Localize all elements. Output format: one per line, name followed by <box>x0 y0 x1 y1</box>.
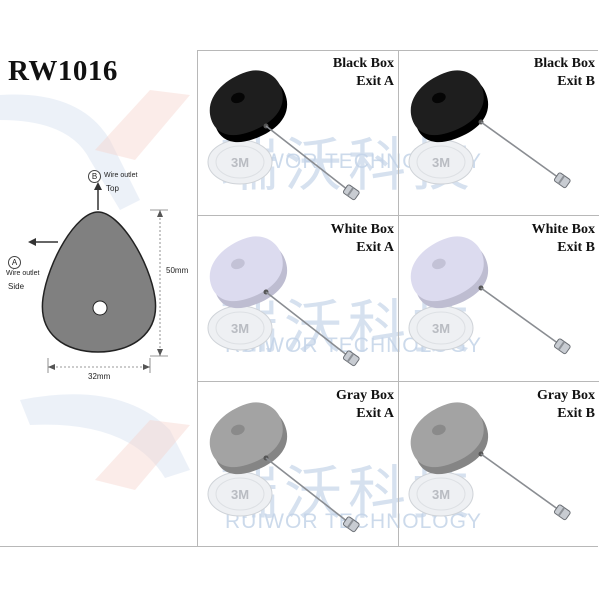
recoiler-hole <box>432 424 446 436</box>
recoiler-body <box>410 236 489 309</box>
recoiler-top <box>209 402 283 468</box>
product-photo: 3M <box>207 70 360 201</box>
end-cap-body <box>553 172 571 189</box>
product-color-name: Gray Box <box>537 388 595 403</box>
outlet-b-label: Wire outlet <box>104 172 138 179</box>
width-dimension: 32mm <box>88 372 111 381</box>
recoiler-hole <box>432 258 446 270</box>
end-cap-ring <box>557 175 566 185</box>
recoiler-top <box>410 70 484 136</box>
product-exit-name: Exit B <box>557 74 595 89</box>
adhesive-ring <box>215 145 265 179</box>
product-cell: 3M Gray Box Exit A <box>198 382 398 547</box>
cable-end-cap <box>553 504 571 521</box>
product-color-name: Black Box <box>332 56 394 71</box>
product-exit-name: Exit A <box>356 406 394 421</box>
end-cap-ring <box>346 519 355 529</box>
product-model-title: RW1016 <box>8 55 118 87</box>
product-cell: 3M White Box Exit A <box>198 216 398 382</box>
end-cap-body <box>553 504 571 521</box>
product-cell: 3M White Box Exit B <box>398 216 599 382</box>
cable-end-cap <box>342 184 360 201</box>
product-label: White Box Exit A <box>331 221 394 257</box>
adhesive-3m-label: 3M <box>432 487 450 502</box>
outlet-a-badge: A <box>8 256 21 269</box>
grid-bottom-border <box>0 546 598 547</box>
product-color-name: White Box <box>330 222 394 237</box>
recoiler-hole <box>231 424 245 436</box>
recoiler-top <box>410 236 484 302</box>
recoiler-hole <box>432 92 446 104</box>
adhesive-ring <box>416 477 466 511</box>
product-photo: 3M <box>207 402 360 533</box>
recoiler-hole <box>231 258 245 270</box>
recoiler-top <box>410 402 484 468</box>
recoiler-hole <box>231 92 245 104</box>
end-cap-ring <box>557 507 566 517</box>
product-cell: 3M Black Box Exit B <box>398 50 599 216</box>
recoiler-body <box>209 236 288 309</box>
cable-end-cap <box>553 172 571 189</box>
adhesive-ring <box>215 477 265 511</box>
end-cap-body <box>342 516 360 533</box>
outlet-b-position: Top <box>106 184 119 193</box>
product-label: Black Box Exit B <box>534 55 595 91</box>
end-cap-ring <box>346 187 355 197</box>
end-cap-body <box>342 350 360 367</box>
recoiler-body <box>410 402 489 475</box>
product-grid: 3M Black Box Exit A 3M Black Box Exit B … <box>197 50 599 547</box>
end-cap-ring <box>557 341 566 351</box>
product-label: Gray Box Exit A <box>336 387 394 423</box>
adhesive-ring <box>416 145 466 179</box>
height-dimension: 50mm <box>166 266 189 275</box>
steel-cable <box>265 291 349 357</box>
dimension-drawing <box>28 182 168 373</box>
product-photo: 3M <box>408 402 571 521</box>
recoiler-body <box>209 402 288 475</box>
steel-cable <box>480 287 560 345</box>
product-cell: 3M Gray Box Exit B <box>398 382 599 547</box>
product-label: White Box Exit B <box>532 221 595 257</box>
product-photo: 3M <box>207 236 360 367</box>
outlet-a-position: Side <box>8 282 25 291</box>
steel-cable <box>480 121 560 179</box>
recoiler-top <box>209 70 283 136</box>
cable-end-cap <box>342 350 360 367</box>
end-cap-body <box>342 184 360 201</box>
product-label: Black Box Exit A <box>333 55 394 91</box>
product-color-name: Black Box <box>533 56 595 71</box>
product-exit-name: Exit A <box>356 74 394 89</box>
cable-end-cap <box>342 516 360 533</box>
adhesive-ring <box>215 311 265 345</box>
adhesive-3m-label: 3M <box>432 321 450 336</box>
adhesive-3m-label: 3M <box>432 155 450 170</box>
product-exit-name: Exit A <box>356 240 394 255</box>
product-label: Gray Box Exit B <box>537 387 595 423</box>
recoiler-top <box>209 236 283 302</box>
product-exit-name: Exit B <box>557 240 595 255</box>
steel-cable <box>265 125 349 191</box>
product-photo: 3M <box>408 70 571 189</box>
adhesive-ring <box>416 311 466 345</box>
adhesive-3m-label: 3M <box>231 321 249 336</box>
grid-top-border <box>197 50 598 51</box>
steel-cable <box>265 457 349 523</box>
product-photo: 3M <box>408 236 571 355</box>
product-color-name: Gray Box <box>336 388 394 403</box>
cable-end-cap <box>553 338 571 355</box>
recoiler-body <box>410 70 489 143</box>
product-color-name: White Box <box>531 222 595 237</box>
steel-cable <box>480 453 560 511</box>
adhesive-3m-label: 3M <box>231 487 249 502</box>
product-exit-name: Exit B <box>557 406 595 421</box>
recoiler-body <box>209 70 288 143</box>
adhesive-3m-label: 3M <box>231 155 249 170</box>
outlet-a-label: Wire outlet <box>6 270 40 277</box>
end-cap-body <box>553 338 571 355</box>
end-cap-ring <box>346 353 355 363</box>
product-cell: 3M Black Box Exit A <box>198 50 398 216</box>
outlet-b-badge: B <box>88 170 101 183</box>
